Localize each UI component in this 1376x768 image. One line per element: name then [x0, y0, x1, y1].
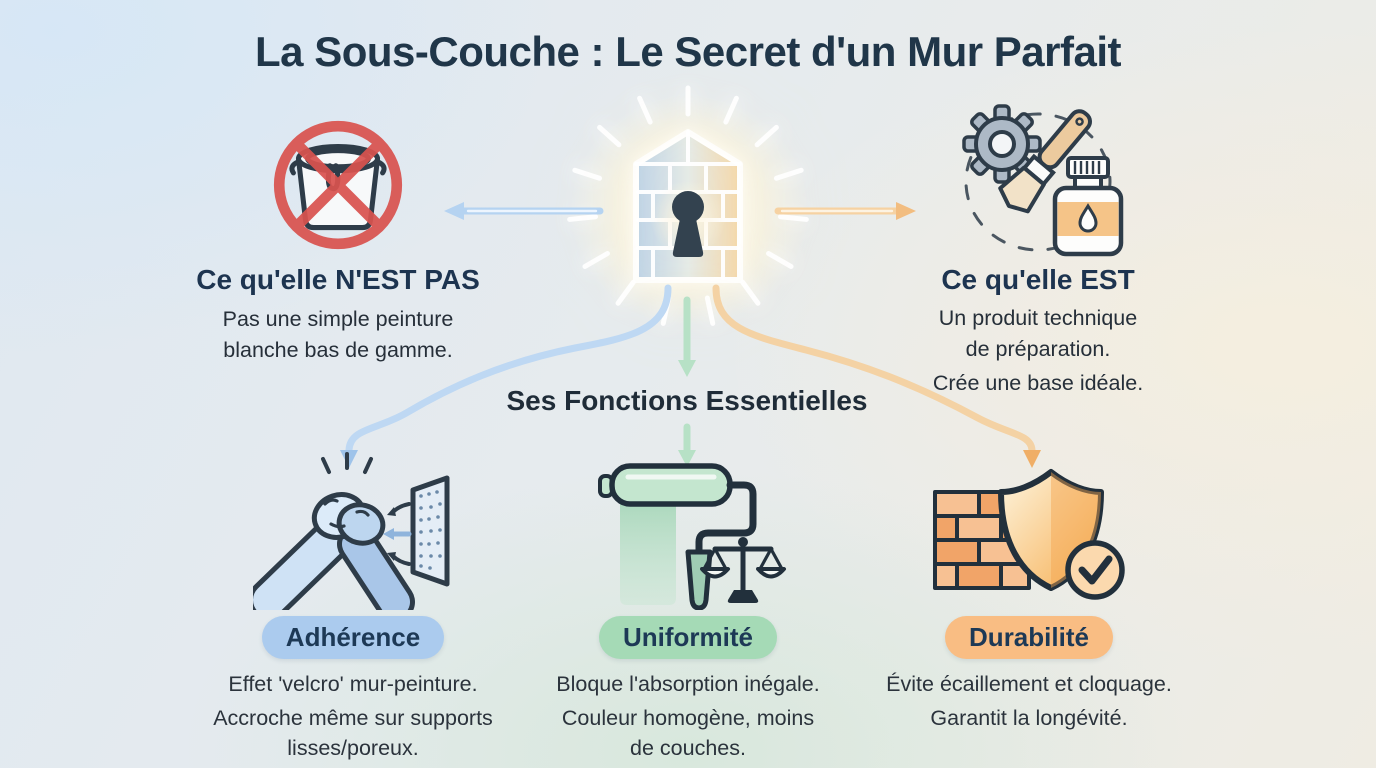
clasped-arms: [253, 492, 415, 610]
durabilite-desc-1: Évite écaillement et cloquage.: [886, 672, 1172, 696]
check-circle-icon: [1065, 540, 1125, 600]
function-uniformite: Uniformité Bloque l'absorption inégale. …: [498, 452, 878, 763]
durabilite-badge: Durabilité: [945, 616, 1113, 659]
function-adherence: Adhérence Effet 'velcro' mur-peinture. A…: [163, 452, 543, 763]
is-section-body-2: Crée une base idéale.: [932, 371, 1144, 396]
brick-wall-keyhole-icon: [567, 85, 809, 326]
uniformite-desc-2: Couleur homogène, moins de couches.: [561, 706, 815, 761]
is-section-heading: Ce qu'elle EST: [941, 264, 1135, 295]
function-durabilite: Durabilité Évite écaillement et cloquage…: [839, 452, 1219, 733]
scales-icon: [700, 537, 786, 603]
adherence-desc-2: Accroche même sur supports lisses/poreux…: [213, 706, 493, 761]
roller-handle: [685, 549, 713, 610]
prohibited-paint-bucket-icon: [273, 120, 403, 250]
droplet-icon: [1078, 203, 1098, 233]
impact-sparks: [321, 452, 373, 474]
durabilite-desc-2: Garantit la longévité.: [930, 706, 1128, 731]
paint-roller-scales-icon: [598, 463, 786, 610]
clasped-hands-wall-icon: [253, 452, 450, 610]
functions-heading: Ses Fonctions Essentielles: [506, 385, 868, 416]
primer-bottle-icon: [1052, 156, 1124, 257]
paint-brush-icon: [998, 109, 1092, 214]
dashed-circle: [964, 112, 1112, 252]
roller-cylinder: [609, 463, 733, 507]
not-section-body: Pas une simple peinture blanche bas de g…: [222, 307, 454, 362]
adherence-desc-1: Effet 'velcro' mur-peinture.: [228, 672, 478, 696]
uniformite-desc-1: Bloque l'absorption inégale.: [556, 672, 820, 696]
keyhole: [672, 191, 704, 257]
wall-texture-dots: [419, 490, 442, 570]
not-section-heading: Ce qu'elle N'EST PAS: [196, 264, 480, 295]
is-section-body-1: Un produit technique de préparation.: [938, 306, 1138, 361]
paint-stripe: [620, 497, 676, 605]
uniformite-badge: Uniformité: [599, 616, 777, 659]
prohibition-cross: [273, 120, 403, 250]
gear-brush-bottle-icon: [962, 104, 1124, 257]
adherence-badge: Adhérence: [261, 616, 445, 659]
not-section: Ce qu'elle N'EST PAS Pas une simple pein…: [158, 108, 518, 365]
roller-frame: [695, 481, 757, 556]
brick-shield-check-icon: [933, 469, 1125, 600]
adhesion-arrows: [383, 502, 412, 566]
is-section: Ce qu'elle EST Un produit technique de p…: [858, 100, 1218, 399]
